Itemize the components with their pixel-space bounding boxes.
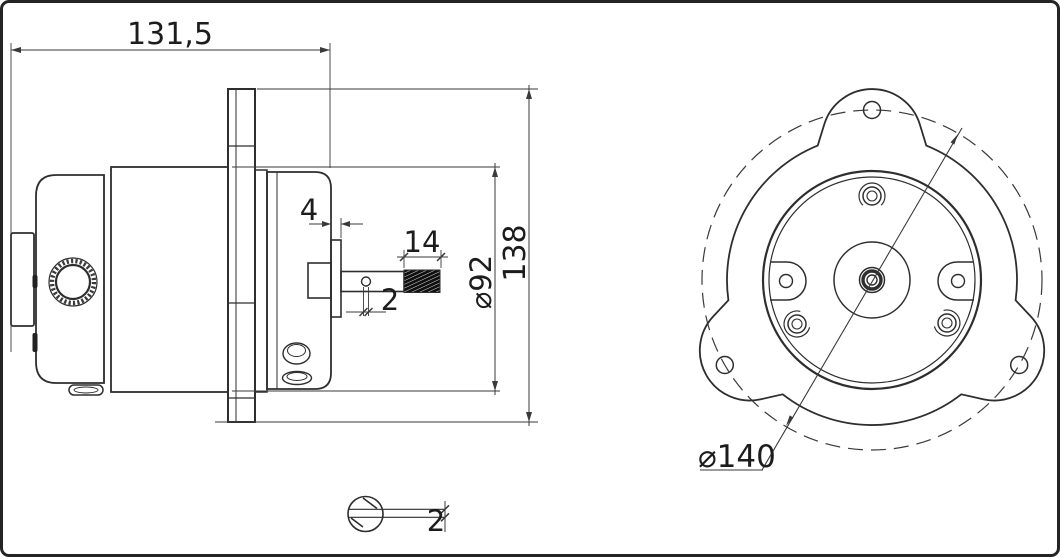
rear-protrusion	[10, 232, 35, 327]
ear-mounting-holes	[715, 100, 1029, 375]
threaded-end	[403, 269, 441, 293]
face-boss	[330, 239, 342, 318]
dim-label-flange-height: 138	[498, 224, 533, 281]
shaft-cross-hole	[360, 276, 372, 287]
shaft-collar	[307, 262, 332, 299]
foot-pad	[68, 384, 104, 396]
bell-housing	[266, 171, 332, 390]
mounting-flange-plate	[227, 88, 256, 423]
pin-head	[347, 495, 384, 533]
rear-clip-lower	[32, 333, 38, 352]
dim-flange-height: 138	[215, 85, 538, 426]
shaft-end-on	[858, 266, 886, 294]
dim-overall-length: 131,5	[10, 17, 331, 352]
dim-thread-length: 14	[397, 225, 448, 268]
side-view	[10, 88, 441, 423]
mounting-bolt-circle	[701, 109, 1043, 451]
dim-body-diameter: ⌀92	[232, 163, 500, 395]
motor-technical-drawing: 131,5 4 14 2	[10, 17, 1046, 538]
rear-clip-upper	[32, 275, 38, 288]
flange-outline	[698, 88, 1046, 426]
dim-shaft-hole: 2	[346, 283, 399, 317]
terminal-pads	[770, 261, 974, 301]
body-rim-inner	[768, 176, 976, 384]
front-view: ⌀140	[698, 88, 1046, 475]
dim-mounting-circle: ⌀140	[698, 127, 963, 475]
pin-detail: 2	[347, 495, 450, 538]
pin-slot-upper	[362, 497, 378, 510]
dim-label-thread-length: 14	[404, 225, 441, 259]
screw-holes	[783, 182, 961, 338]
center-boss	[833, 241, 911, 319]
dim-label-overall-length: 131,5	[127, 17, 213, 52]
dim-boss-thickness: 4	[300, 193, 363, 238]
dim-label-boss-thickness: 4	[300, 193, 318, 227]
housing-vents	[281, 342, 313, 386]
motor-body	[110, 166, 229, 393]
knurled-wheel	[48, 257, 98, 307]
dimensions-side-view: 131,5 4 14 2	[10, 17, 538, 426]
spacer-ring	[254, 169, 268, 393]
dim-label-pin-diameter: 2	[427, 504, 445, 538]
pin-slot-lower	[350, 517, 364, 528]
dim-label-body-diameter: ⌀92	[464, 255, 498, 309]
body-rim-outer	[761, 169, 983, 391]
rear-cover	[35, 174, 105, 384]
dim-label-mounting-circle: ⌀140	[698, 439, 776, 475]
dim-label-shaft-hole: 2	[381, 283, 399, 317]
dim-pin-diameter: 2	[427, 501, 450, 538]
